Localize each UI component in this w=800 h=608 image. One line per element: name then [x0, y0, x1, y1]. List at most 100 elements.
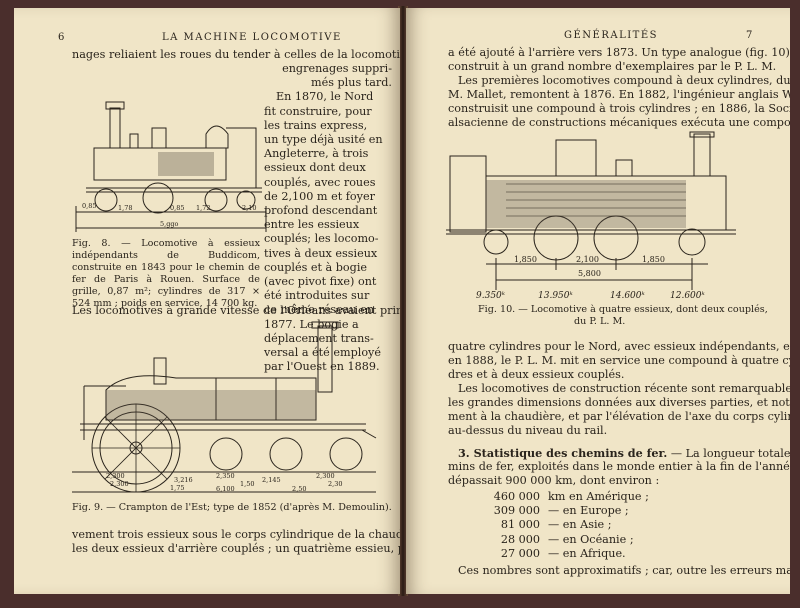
fig10-dim: 1,850 [642, 255, 665, 264]
stat-value: 81 000 [500, 518, 540, 532]
text-line: les trains express, [264, 118, 368, 132]
stat-value: 27 000 [500, 546, 540, 560]
right-middle-line: les grandes dimensions données aux diver… [448, 396, 790, 409]
text-line: essieux dont deux [264, 161, 366, 175]
text-line: engrenages suppri- [282, 62, 392, 75]
stat-label: — en Asie ; [548, 518, 612, 532]
fig8-label: 2,10 [242, 204, 256, 212]
right-closing-line: Ces nombres sont approximatifs ; car, ou… [458, 564, 790, 577]
text-line: ce même réseau en [264, 303, 375, 317]
left-mid-line: Les locomotives à grande vitesse de l'Or… [72, 304, 400, 317]
fig9-sub-label: 2,30 [328, 480, 342, 488]
text-line: déplacement trans- [264, 331, 374, 345]
left-bottom-line-2: les deux essieux d'arrière couplés ; un … [72, 542, 400, 555]
text-line: couplés et à bogie [264, 260, 368, 274]
fig8-label: 1,72 [196, 204, 210, 212]
stats-row: 309 000 — en Europe ; [482, 504, 649, 518]
text-line: 1877. Le bogie a [264, 317, 359, 331]
text-line: més plus tard. [310, 76, 392, 90]
fig8-caption: Fig. 8. — Locomotive à essieux indépenda… [72, 238, 260, 309]
right-page-number: 7 [746, 30, 754, 41]
section-line: mins de fer, exploités dans le monde ent… [448, 460, 790, 473]
text-line: été introduites sur [264, 289, 370, 303]
section-title: 3. Statistique des chemins de fer. [458, 446, 668, 460]
fig9-sub-label: 1,50 [240, 480, 254, 488]
fig8-locomotive-drawing: 0,85 1,78 0,85 1,72 2,10 5,ggo [75, 101, 267, 232]
fig9-crampton-drawing: 2,300 3,216 2,350 2,145 2,300 2,300 1,75… [72, 321, 377, 493]
right-page: GÉNÉRALITÉS 7 a été ajouté à l'arrière v… [406, 8, 790, 594]
right-intro-line: a été ajouté à l'arrière vers 1873. Un t… [448, 46, 790, 59]
right-intro-line: Les premières locomotives compound à deu… [458, 74, 790, 87]
section-line: dépassait 900 000 km, dont environ : [448, 474, 660, 487]
stats-row: 81 000 — en Asie ; [482, 518, 649, 532]
fig10-weight: 9.350ᵏ [476, 291, 506, 301]
right-intro-line: construit à un grand nombre d'exemplaire… [448, 60, 777, 73]
fig10-weight: 14.600ᵏ [610, 291, 645, 301]
text-line: En 1870, le Nord [276, 90, 374, 104]
fig8-label: 0,85 [82, 202, 96, 210]
right-middle-line: Les locomotives de construction récente … [458, 382, 790, 395]
fig10-weight: 12.600ᵏ [670, 291, 705, 301]
text-line: tives à deux essieux [264, 246, 378, 260]
left-page-number: 6 [58, 32, 66, 43]
text-line: profond descendant [264, 204, 378, 218]
stats-row: 460 000 km en Amérique ; [482, 490, 649, 504]
text-line: fit construire, pour [264, 104, 372, 118]
stat-value: 460 000 [493, 490, 540, 503]
text-line: par l'Ouest en 1889. [264, 360, 380, 374]
fig9-sub-label: 1,75 [170, 484, 184, 492]
section-heading-line: 3. Statistique des chemins de fer. — La … [458, 446, 790, 461]
right-intro-line: M. Mallet, remontent à 1876. En 1882, l'… [448, 88, 790, 101]
fig10-weight: 13.950ᵏ [538, 291, 573, 301]
stat-label: — en Europe ; [548, 504, 629, 518]
text-line: de 2,100 m et foyer [264, 189, 375, 203]
text-line: couplés, avec roues [264, 175, 376, 189]
left-page: 6 LA MACHINE LOCOMOTIVE nages reliaient … [14, 8, 400, 594]
fig10-caption-1: Fig. 10. — Locomotive à quatre essieux, … [478, 304, 768, 315]
left-running-head: LA MACHINE LOCOMOTIVE [162, 32, 342, 43]
right-intro-line: construisit une compound à trois cylindr… [448, 102, 790, 115]
fig9-label: 2,145 [262, 476, 281, 484]
text-line: versal a été employé [264, 346, 381, 360]
right-middle-line: en 1888, le P. L. M. mit en service une … [448, 354, 790, 367]
right-middle-line: ment à la chaudière, et par l'élévation … [448, 410, 790, 423]
right-middle-line: dres et à deux essieux couplés. [448, 368, 625, 381]
fig10-dim: 5,800 [578, 269, 601, 278]
section-line: — La longueur totale des che- [670, 447, 790, 460]
fig10-dim: 2,100 [576, 255, 599, 264]
fig10-locomotive-drawing: 1,850 2,100 1,850 5,800 9.350ᵏ 13.950ᵏ 1… [446, 131, 736, 301]
right-running-head: GÉNÉRALITÉS [564, 30, 658, 41]
fig9-bottom-label: 2,50 [292, 485, 306, 493]
fig9-bottom-label: 6,100 [216, 485, 235, 493]
stats-row: 27 000 — en Afrique. [482, 547, 649, 561]
fig9-label: 2,350 [216, 472, 235, 480]
book-gutter [398, 6, 408, 596]
stats-row: 28 000 — en Océanie ; [482, 533, 649, 547]
fig9-label: 2,300 [316, 472, 335, 480]
fig10-caption-2: du P. L. M. [574, 316, 626, 327]
text-line: Angleterre, à trois [264, 147, 369, 161]
railway-stats-table: 460 000 km en Amérique ; 309 000 — en Euro… [482, 490, 649, 561]
fig10-dim: 1,850 [514, 255, 537, 264]
stat-value: 309 000 [493, 504, 540, 518]
fig9-sub-label: 2,300 [110, 480, 129, 488]
text-line: (avec pivot fixe) ont [264, 275, 377, 289]
text-line: entre les essieux [264, 218, 360, 232]
fig9-label: 3,216 [174, 476, 193, 484]
fig9-caption: Fig. 9. — Crampton de l'Est; type de 185… [72, 502, 392, 513]
stat-value: 28 000 [500, 532, 540, 546]
stat-label: km en Amérique ; [548, 490, 649, 503]
left-top-line: nages reliaient les roues du tender à ce… [72, 48, 400, 61]
fig8-label: 0,85 [170, 204, 184, 212]
fig9-label: 2,300 [106, 472, 125, 480]
right-intro-line: alsacienne de constructions mécaniques e… [448, 116, 790, 129]
left-bottom-line-1: vement trois essieux sous le corps cylin… [72, 528, 400, 541]
stat-label: — en Océanie ; [548, 532, 634, 546]
left-side-text: engrenages suppri- més plus tard. En 187… [264, 62, 392, 374]
text-line: un type déjà usité en [264, 133, 383, 147]
text-line: couplés; les locomo- [264, 232, 379, 246]
right-middle-line: au-dessus du niveau du rail. [448, 424, 608, 437]
stat-label: — en Afrique. [548, 546, 626, 560]
fig8-bottom-label: 5,ggo [160, 220, 179, 228]
